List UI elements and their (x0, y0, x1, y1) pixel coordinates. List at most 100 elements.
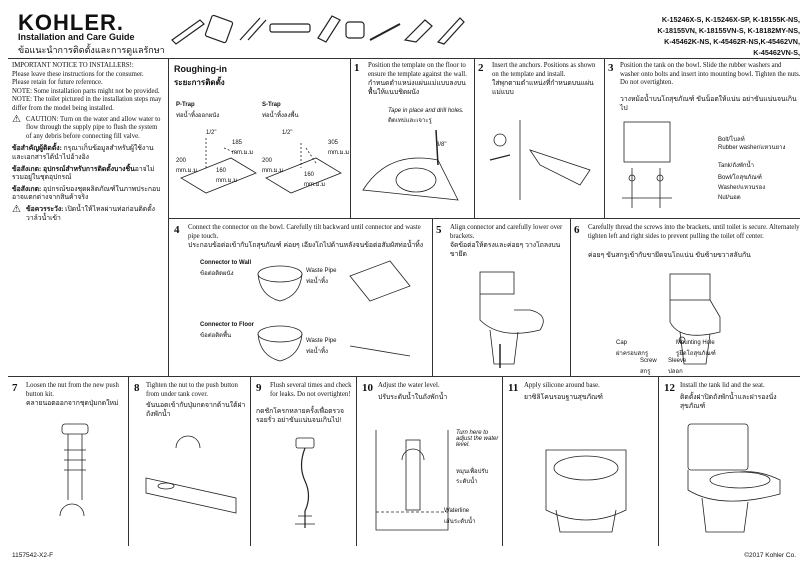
divider (432, 218, 433, 376)
tank-icon (687, 423, 749, 471)
step-text: Insert the anchors. Positions as shown o… (492, 62, 596, 78)
step-number: 8 (134, 382, 140, 394)
step-number: 10 (362, 382, 373, 394)
step6-illustration (669, 273, 721, 365)
part-label: Screw (640, 358, 657, 364)
step-text-th: วางหม้อน้ำบนโถสุขภัณฑ์ ขันน็อตให้แน่น อย… (620, 96, 797, 112)
part-label: ฝาครอบสกรู (616, 351, 649, 357)
step11-illustration (545, 449, 627, 533)
divider (350, 58, 351, 218)
document-code: 1157542-X2-F (12, 552, 54, 559)
tools-illustration (171, 14, 465, 45)
step-text: Tighten the nut to the push button from … (146, 382, 238, 398)
divider (168, 58, 169, 376)
part-label: Sleeve (668, 358, 687, 364)
notice-heading: IMPORTANT NOTICE TO INSTALLERS!: (12, 62, 134, 69)
divider (356, 376, 357, 546)
step12-illustration (687, 423, 781, 533)
dim-label: 160 (216, 168, 227, 174)
divider (128, 376, 129, 546)
waste-pipe-label: Waste Pipe (306, 338, 337, 344)
step-text-th: ขันนอตเข้ากับปุ่มกดจากด้านใต้ฝาถังพักน้ำ (146, 402, 246, 418)
step5-illustration (479, 271, 544, 368)
roughing-diagram (180, 138, 342, 194)
part-label: Bowl/โถสุขภัณฑ์ (718, 175, 762, 181)
step-text-th: ค่อยๆ ขันสกรูเข้ากับขายึดจนโถแน่น ขันซ้า… (588, 252, 751, 259)
notice-text: Please leave these instructions for the … (12, 70, 144, 78)
step-text-th: ใส่พุกตามตำแหน่งที่กำหนดบนแผ่นแม่แบบ (492, 80, 594, 96)
model-list: K-15246X-S, K-15246X-SP, K-18155K-NS, K-… (550, 14, 800, 58)
drill-size-label: 3/8" (436, 142, 447, 148)
guide-title-th: ข้อแนะนำการติดตั้งและการดูแลรักษา (18, 45, 165, 55)
divider (474, 58, 475, 218)
divider (168, 218, 800, 219)
part-label: Cap (616, 340, 628, 346)
dim-label: 200 (262, 158, 273, 164)
step-text: Position the tank on the bowl. Slide the… (620, 62, 801, 87)
notice-text: NOTE: Some installation parts might not … (12, 87, 160, 95)
step10-illustration (375, 430, 449, 531)
caution-text: CAUTION: Turn on the water and allow wat… (26, 115, 161, 140)
part-label: Nut/นอต (718, 195, 741, 201)
step9-illustration (295, 437, 315, 528)
part-label: Tank/ถังพักน้ำ (718, 163, 754, 169)
caulk-gun-icon (436, 17, 465, 45)
notice-th-bold: ข้อสังเกต: อุปกรณ์สำหรับการติดตั้งบางชิ้… (12, 165, 135, 173)
connector-wall-label-th: ข้อต่อติดผนัง (200, 271, 234, 277)
callout-th: หมุนเพื่อปรับระดับน้ำ (456, 469, 489, 485)
strap-label: S-Trap (262, 102, 281, 108)
roughing-title-th: ระยะการติดตั้ง (174, 78, 225, 87)
fill-valve-icon (405, 439, 421, 511)
model-line: K-18155VN, K-18155VN-S, K-18182MY-NS, (657, 26, 800, 35)
step-number: 4 (174, 224, 180, 236)
step-text: Apply silicone around base. (524, 382, 600, 389)
notice-text: NOTE: The toilet pictured in the install… (12, 96, 162, 112)
pliers-icon (239, 17, 267, 41)
ptrap-label: P-Trap (176, 102, 195, 108)
step-text-th: ปรับระดับน้ำในถังพักน้ำ (378, 394, 448, 401)
strap-label-th: ท่อน้ำทิ้งลงพื้น (262, 113, 299, 119)
dim-unit: mm.ม.ม (304, 182, 326, 188)
rotate-arrow-icon (401, 448, 425, 461)
step-text-th: ประกอบข้อต่อเข้ากับโถสุขภัณฑ์ ค่อยๆ เอีย… (188, 242, 424, 249)
supply-hose-icon (300, 447, 310, 528)
divider (250, 376, 251, 546)
step-text: Adjust the water level. (378, 382, 440, 389)
step-text: Align connector and carefully lower over… (450, 224, 563, 240)
divider (604, 58, 605, 218)
model-line: K-45462VN-S, (753, 48, 800, 57)
step-number: 5 (436, 224, 442, 236)
waterline-label: Waterline (444, 508, 470, 514)
waste-pipe-label-th: ท่อน้ำทิ้ง (306, 349, 328, 355)
step-number: 12 (664, 382, 675, 394)
step-text-th: ยาซิลิโคนรอบฐานสุขภัณฑ์ (524, 394, 603, 401)
divider (658, 376, 659, 546)
step-number: 9 (256, 382, 262, 394)
wrench-icon (171, 19, 205, 45)
dim-label: 185 (232, 140, 243, 146)
level-icon (269, 23, 311, 33)
drill-bit-icon (435, 129, 439, 166)
part-label: ปลอก (668, 369, 683, 375)
divider (502, 376, 503, 546)
step1-illustration (362, 129, 459, 201)
step-text-th: คลายนอตออกจากชุดปุ่มกดใหม่ (26, 400, 119, 407)
warning-icon: ⚠ (12, 203, 21, 215)
drill-icon (403, 19, 433, 43)
step-number: 1 (354, 62, 360, 74)
ptrap-label-th: ท่อน้ำทิ้งออกผนัง (176, 113, 220, 119)
step8-illustration (145, 435, 237, 514)
notice-panel: IMPORTANT NOTICE TO INSTALLERS!: Please … (12, 62, 164, 223)
model-line: K-45462K-NS, K-45462R-NS,K-45462VN, (664, 37, 800, 46)
notice-th-text: อุปกรณ์ของชุดผลิตภัณฑ์ในภาพประกอบอาจแตกต… (12, 185, 161, 202)
guide-title: Installation and Care Guide (18, 32, 135, 42)
step-number: 6 (574, 224, 580, 236)
dim-unit: mm.ม.ม (176, 168, 198, 174)
part-label: สกรู (640, 369, 651, 375)
rotate-arrow-icon (59, 503, 85, 517)
push-button-icon (61, 423, 89, 435)
step-text-th: กำหนดตำแหน่งแผ่นแม่แบบลงบนพื้นให้แนบชิดผ… (368, 80, 466, 96)
knife-icon (317, 15, 341, 43)
dim-unit: mm.ม.ม (328, 150, 350, 156)
screwdriver-icon (369, 23, 401, 41)
